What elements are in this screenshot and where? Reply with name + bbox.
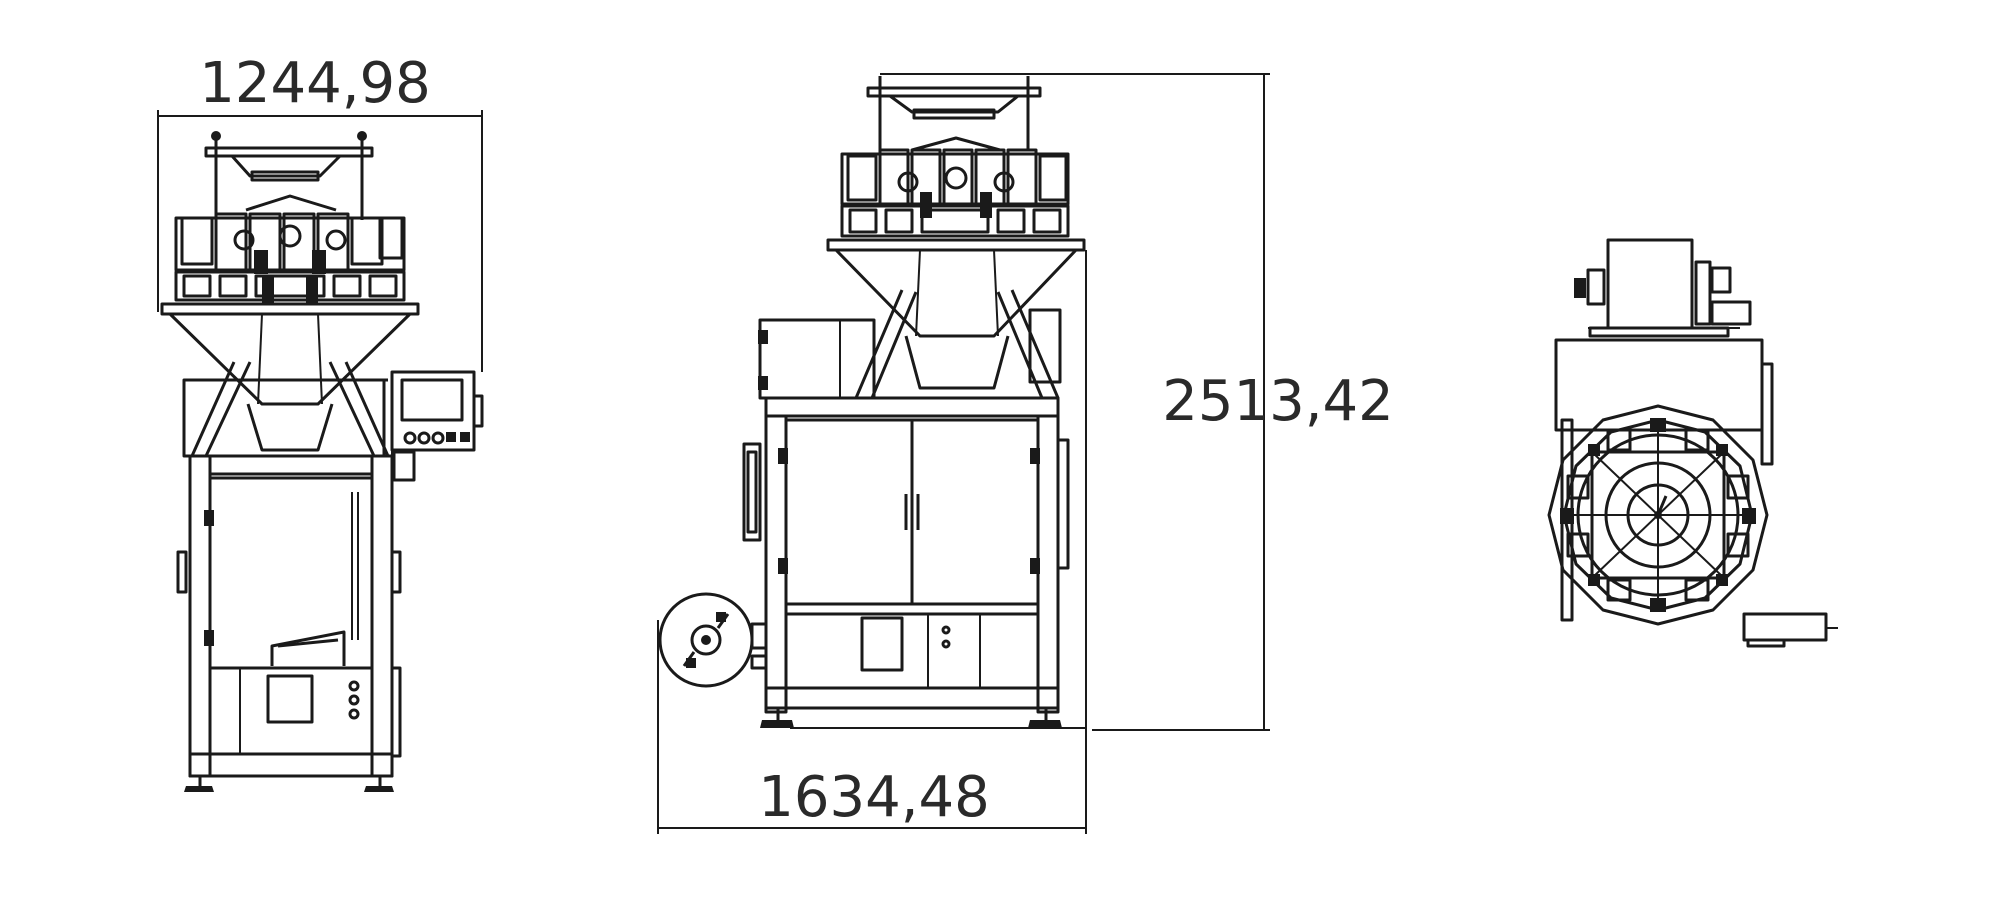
front-side-handle [742,438,1070,570]
front-height-label: 2513,42 [1162,369,1394,434]
side-collecting-cone [160,302,420,452]
side-width-label: 1244,98 [199,51,431,116]
front-top-hopper [866,76,1042,150]
side-view: 1244,98 [157,51,484,792]
top-view-motor [1574,238,1752,338]
front-cabinet [760,396,1086,729]
side-weigher-heads [174,194,406,304]
top-view-control-arm [1742,612,1838,648]
front-weigher-heads [840,136,1070,238]
side-control-panel [390,370,484,482]
front-film-roll [658,592,768,688]
side-support-legs [190,361,390,457]
top-view [1547,238,1838,648]
front-support-legs [854,289,1062,399]
front-width-label: 1634,48 [758,765,990,830]
front-width-dimension: 1634,48 [657,250,1087,834]
front-view: 2513,42 1634,48 [657,73,1394,834]
front-side-box [758,318,876,400]
top-view-head-ring [1547,404,1769,626]
side-frame [176,378,402,792]
side-top-hopper [204,131,374,220]
front-collecting-cone [826,238,1086,390]
front-height-dimension: 2513,42 [880,73,1394,731]
side-width-dimension: 1244,98 [157,51,483,372]
